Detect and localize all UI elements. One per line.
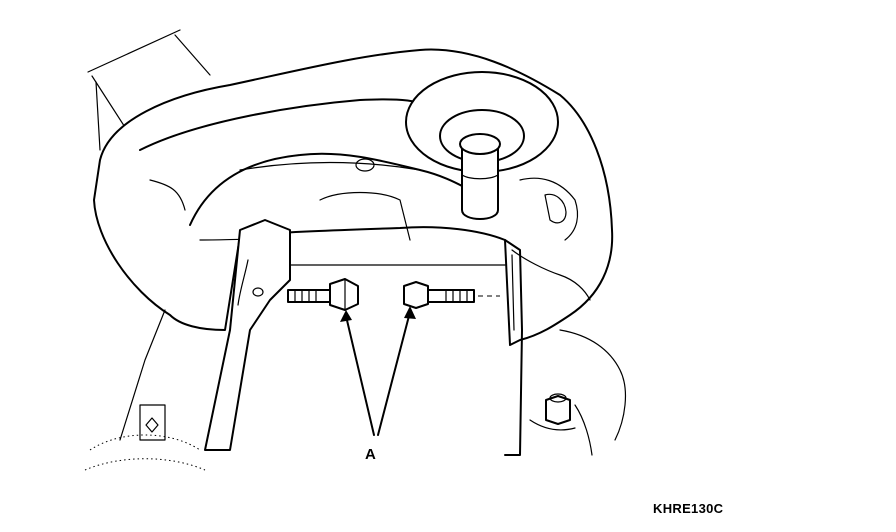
mounting-bracket bbox=[204, 219, 523, 456]
bolt-left bbox=[287, 278, 359, 311]
figure-code: KHRE130C bbox=[653, 501, 724, 516]
bolt-right bbox=[403, 281, 500, 309]
callout-leaders bbox=[340, 306, 416, 436]
callout-label-a: A bbox=[365, 446, 376, 463]
lower-body-structure bbox=[84, 309, 626, 471]
ball-joint-bushing bbox=[405, 71, 559, 220]
